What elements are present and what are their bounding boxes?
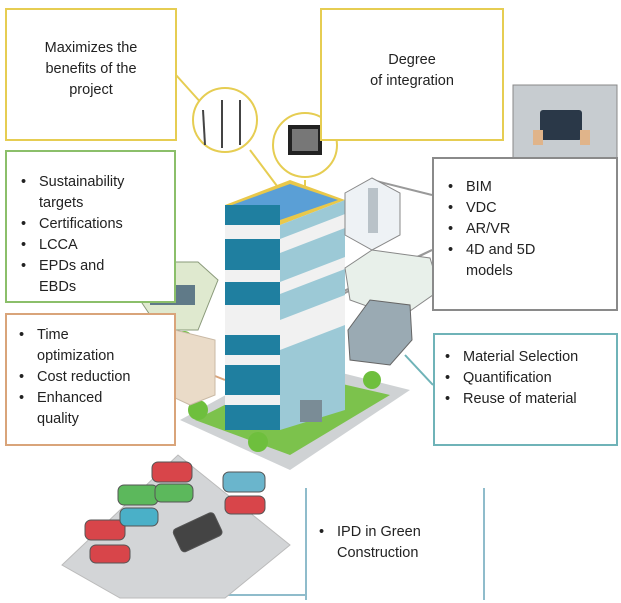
technology-list: BIM VDC AR/VR 4D and 5D models — [446, 177, 596, 282]
list-item: 4D and 5D models — [446, 240, 556, 282]
cars — [84, 461, 266, 564]
list-item: BIM — [446, 177, 596, 198]
benefits-box: Maximizes the benefits of the project — [5, 8, 177, 141]
list-item: AR/VR — [446, 219, 596, 240]
sustainability-box: Sustainability targets Certifications LC… — [5, 150, 176, 303]
benefits-line-2: benefits of the — [45, 61, 137, 77]
sustainability-list: Sustainability targets Certifications LC… — [19, 172, 144, 298]
list-item: Reuse of material — [443, 389, 618, 410]
technology-box: BIM VDC AR/VR 4D and 5D models — [432, 157, 618, 311]
list-item: Certifications — [19, 214, 144, 235]
optimization-list: Time optimization Cost reduction Enhance… — [17, 325, 147, 430]
building — [225, 180, 345, 430]
list-item: Enhanced quality — [17, 388, 117, 430]
list-item: IPD in Green Construction — [317, 522, 457, 564]
integration-box: Degree of integration — [320, 8, 504, 141]
benefits-line-3: project — [69, 82, 113, 98]
integration-line-2: of integration — [370, 73, 454, 89]
list-item: LCCA — [19, 235, 144, 256]
materials-list: Material Selection Quantification Reuse … — [443, 347, 618, 410]
optimization-box: Time optimization Cost reduction Enhance… — [5, 313, 176, 446]
list-item: VDC — [446, 198, 596, 219]
ipd-box: IPD in Green Construction — [305, 488, 485, 600]
list-item: Sustainability targets — [19, 172, 144, 214]
materials-box: Material Selection Quantification Reuse … — [433, 333, 618, 446]
list-item: Cost reduction — [17, 367, 147, 388]
list-item: Material Selection — [443, 347, 618, 368]
list-item: Quantification — [443, 368, 618, 389]
list-item: Time optimization — [17, 325, 132, 367]
integration-line-1: Degree — [388, 52, 436, 68]
bedroom-hexagon — [347, 299, 413, 366]
benefits-line-1: Maximizes the — [44, 40, 138, 56]
list-item: EPDs and EBDs — [19, 256, 119, 298]
ipd-list: IPD in Green Construction — [317, 522, 457, 564]
